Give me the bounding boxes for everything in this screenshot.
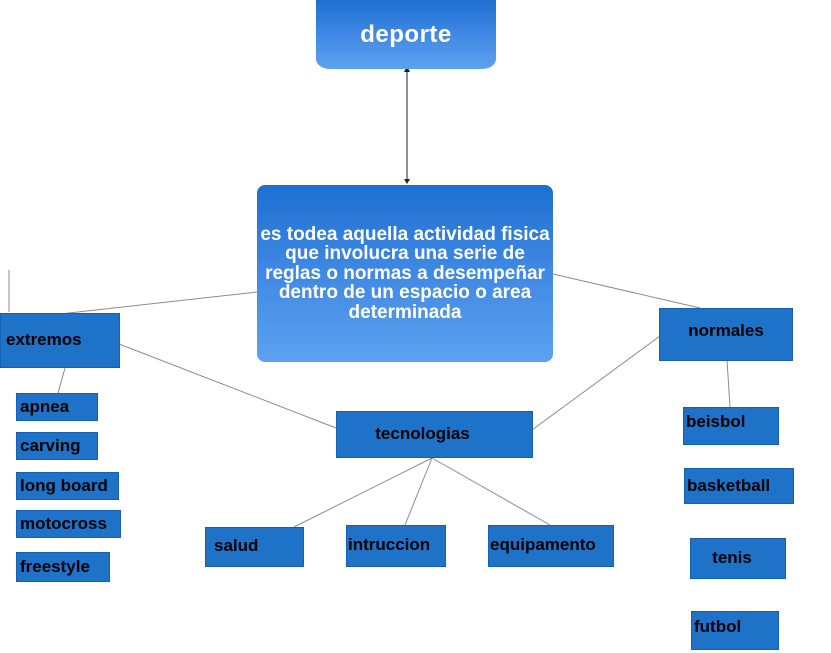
category-label: extremos [6, 330, 82, 350]
connector-normales-beisbol [726, 359, 731, 408]
connector-tecnologias-intruccion [404, 457, 433, 526]
connector-definition-normales [552, 273, 701, 309]
connector-definition-extremos [59, 291, 258, 315]
leaf-label: beisbol [686, 412, 746, 431]
leaf-freestyle: freestyle [16, 552, 110, 582]
connector-tecnologias-equipamento [431, 457, 551, 526]
leaf-label: intruccion [348, 535, 431, 554]
category-extremos: extremos [0, 313, 120, 368]
leaf-label: basketball [687, 475, 771, 495]
category-normales: normales [659, 308, 793, 361]
leaf-label: long board [20, 475, 108, 495]
connector-extremos-tecnologias [118, 343, 337, 429]
leaf-motocross: motocross [16, 510, 121, 538]
leaf-apnea: apnea [16, 393, 98, 421]
leaf-salud: salud [205, 527, 304, 567]
connector-normales-tecnologias [531, 335, 661, 431]
leaf-intruccion: intruccion [346, 525, 446, 567]
connector-tecnologias-salud [293, 457, 433, 528]
connector-extremos-apnea [57, 367, 66, 394]
arrowhead-icon [404, 66, 410, 72]
leaf-carving: carving [16, 432, 98, 460]
root-node: deporte [316, 0, 496, 69]
leaf-label: freestyle [20, 556, 90, 576]
category-label: normales [688, 321, 764, 340]
leaf-label: tenis [712, 548, 752, 568]
leaf-beisbol: beisbol [683, 407, 779, 445]
root-label: deporte [360, 20, 452, 48]
arrowhead-icon [404, 179, 410, 184]
leaf-label: carving [20, 435, 81, 455]
leaf-label: equipamento [490, 535, 596, 554]
leaf-label: apnea [20, 396, 70, 416]
category-tecnologias: tecnologias [336, 411, 533, 458]
leaf-long-board: long board [16, 472, 119, 500]
definition-node: es todea aquella actividad fisica que in… [257, 185, 553, 362]
leaf-label: futbol [694, 617, 742, 636]
category-label: tecnologias [375, 424, 470, 444]
leaf-tenis: tenis [690, 538, 786, 579]
leaf-label: motocross [20, 513, 107, 533]
definition-text: es todea aquella actividad fisica que in… [260, 224, 550, 323]
leaf-futbol: futbol [691, 611, 779, 650]
leaf-basketball: basketball [684, 468, 794, 504]
leaf-equipamento: equipamento [488, 525, 614, 567]
leaf-label: salud [214, 536, 259, 555]
